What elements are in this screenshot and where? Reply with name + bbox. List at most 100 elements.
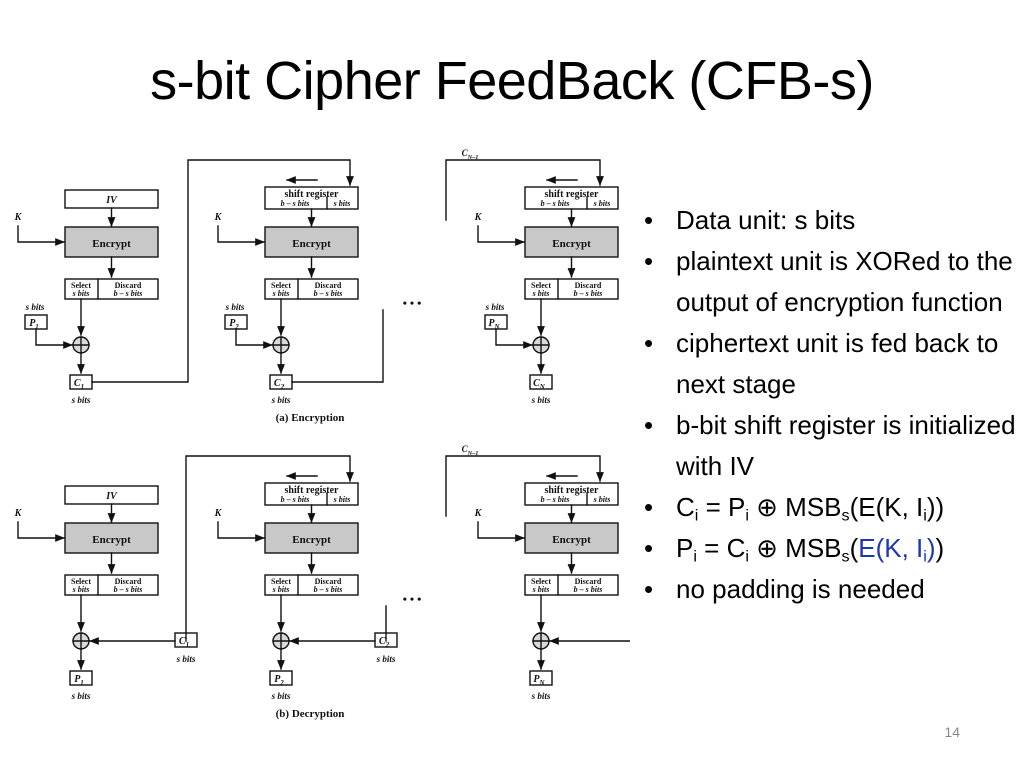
key-arrow (477, 521, 525, 542)
shift-b-s-label: b – s bits (281, 199, 310, 208)
plaintext-box (269, 670, 293, 686)
bullet-list: Data unit: s bits plaintext unit is XORe… (640, 200, 1020, 610)
discard-b-s-label: b – s bits (114, 585, 143, 594)
discard-label: Discard (315, 577, 342, 586)
decryption-caption: (b) Decryption (276, 708, 345, 720)
key-arrow (217, 521, 265, 542)
key-arrow (477, 225, 525, 246)
shift-register-label: shift register (545, 189, 600, 200)
plaintext-label: PN (533, 674, 545, 687)
shift-s-label: s bits (593, 199, 611, 208)
shift-b-s-label: b – s bits (541, 199, 570, 208)
key-arrow (17, 521, 65, 542)
c-prev-label: CN–1 (462, 444, 479, 457)
ciphertext-label: C1 (74, 378, 84, 391)
slide-number: 14 (944, 724, 960, 740)
bullet-decryption-formula: Pi = Ci ⊕ MSBs(E(K, Ii)) (640, 528, 1020, 569)
bullet-xored: plaintext unit is XORed to the output of… (640, 241, 1020, 323)
connector-line (235, 328, 273, 349)
discard-label: Discard (575, 281, 602, 290)
shift-s-label: s bits (333, 495, 351, 504)
encrypt-box (524, 226, 619, 258)
discard-label: Discard (575, 577, 602, 586)
s-bits-label: s bits (531, 691, 551, 701)
select-s-label: s bits (272, 585, 290, 594)
s-bits-label: s bits (225, 302, 245, 312)
ciphertext-box (529, 374, 553, 390)
encrypt-label: Encrypt (552, 238, 591, 250)
shift-b-s-label: b – s bits (541, 495, 570, 504)
shift-s-label: s bits (333, 199, 351, 208)
select-label: Select (271, 281, 291, 290)
key-label: K (474, 508, 483, 519)
plaintext-box (69, 670, 93, 686)
select-label: Select (71, 281, 91, 290)
select-discard-box (64, 278, 159, 300)
plaintext-box (529, 670, 553, 686)
feedback-line (291, 309, 384, 383)
plaintext-label: PN (488, 318, 500, 331)
encrypt-label: Encrypt (552, 534, 591, 546)
select-s-label: s bits (72, 585, 90, 594)
feedback-line (91, 159, 354, 383)
s-bits-label: s bits (71, 691, 91, 701)
bullet-no-padding: no padding is needed (640, 569, 1020, 610)
ciphertext-label: C2 (379, 636, 390, 649)
feedback-line (445, 455, 604, 517)
key-label: K (474, 212, 483, 223)
select-discard-box (524, 278, 619, 300)
ciphertext-label: CN (533, 378, 546, 391)
select-s-label: s bits (532, 585, 550, 594)
s-bits-label: s bits (376, 654, 396, 664)
s-bits-label: s bits (271, 395, 291, 405)
discard-b-s-label: b – s bits (314, 289, 343, 298)
key-label: K (214, 508, 223, 519)
c-prev-label: CN–1 (462, 148, 479, 161)
discard-label: Discard (115, 281, 142, 290)
bullet-data-unit: Data unit: s bits (640, 200, 1020, 241)
select-label: Select (71, 577, 91, 586)
ellipsis: • • • (403, 592, 422, 606)
key-label: K (14, 508, 23, 519)
discard-b-s-label: b – s bits (314, 585, 343, 594)
s-bits-label: s bits (176, 654, 196, 664)
discard-b-s-label: b – s bits (574, 585, 603, 594)
discard-b-s-label: b – s bits (114, 289, 143, 298)
shift-s-label: s bits (593, 495, 611, 504)
plaintext-label: P2 (274, 674, 284, 687)
encryption-caption: (a) Encryption (276, 412, 345, 424)
select-discard-box (64, 574, 159, 596)
iv-label: IV (105, 491, 118, 502)
select-s-label: s bits (72, 289, 90, 298)
s-bits-label: s bits (25, 302, 45, 312)
encrypt-label: Encrypt (92, 534, 131, 546)
select-discard-box (264, 574, 359, 596)
iv-label: IV (105, 195, 118, 206)
encrypt-box (64, 522, 159, 554)
select-discard-box (524, 574, 619, 596)
s-bits-label: s bits (485, 302, 505, 312)
shift-register-label: shift register (285, 485, 340, 496)
ciphertext-label: C1 (179, 636, 189, 649)
shift-register-label: shift register (545, 485, 600, 496)
shift-b-s-label: b – s bits (281, 495, 310, 504)
bullet-fed-back: ciphertext unit is fed back to next stag… (640, 323, 1020, 405)
connector-line (35, 328, 73, 349)
select-s-label: s bits (532, 289, 550, 298)
discard-label: Discard (315, 281, 342, 290)
feedback-line (445, 159, 604, 221)
discard-b-s-label: b – s bits (574, 289, 603, 298)
s-bits-label: s bits (531, 395, 551, 405)
plaintext-label: P1 (29, 318, 39, 331)
select-label: Select (271, 577, 291, 586)
encrypt-box (64, 226, 159, 258)
bullet-encryption-formula: Ci = Pi ⊕ MSBs(E(K, Ii)) (640, 487, 1020, 528)
key-label: K (214, 212, 223, 223)
select-label: Select (531, 577, 551, 586)
encrypt-label: Encrypt (92, 238, 131, 250)
bullet-shift-register: b-bit shift register is initialized with… (640, 405, 1020, 487)
discard-label: Discard (115, 577, 142, 586)
encrypt-label: Encrypt (292, 534, 331, 546)
key-arrow (17, 225, 65, 246)
plaintext-label: P2 (229, 318, 239, 331)
